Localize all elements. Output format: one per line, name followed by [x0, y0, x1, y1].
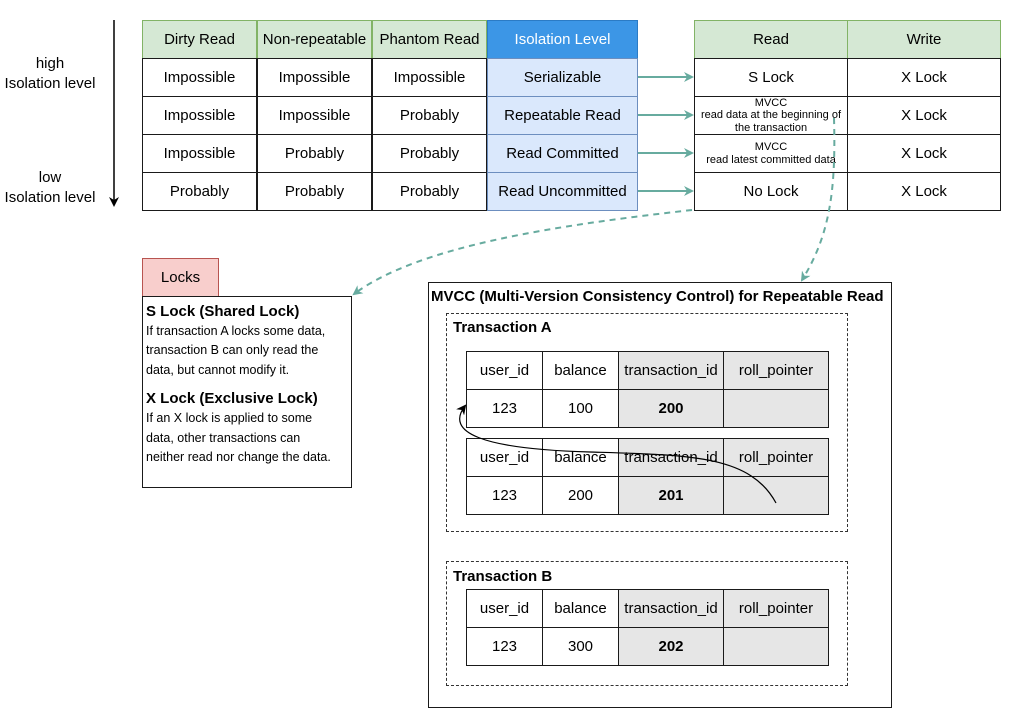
high-label: high [35, 55, 65, 72]
column-roll-pointer: roll_pointer [723, 589, 829, 628]
s-lock-title: S Lock (Shared Lock) [146, 303, 300, 320]
header-phantom-read: Phantom Read [372, 20, 487, 59]
phantom-read-cell: Probably [372, 172, 487, 211]
non-repeatable-cell: Impossible [257, 96, 372, 135]
x-lock-title: X Lock (Exclusive Lock) [146, 390, 318, 408]
isolation-level-label-top: Isolation level [4, 75, 96, 93]
s-lock-line: transaction B can only read the [146, 343, 319, 358]
roll-pointer-value [723, 627, 829, 666]
non-repeatable-cell: Probably [257, 134, 372, 173]
read-text-line: MVCC [754, 96, 788, 109]
s-lock-description: If transaction A locks some data, transa… [146, 322, 348, 380]
dirty-read-cell: Impossible [142, 58, 257, 97]
transaction-id-value: 201 [618, 476, 724, 515]
column-transaction-id: transaction_id [618, 438, 724, 477]
high-isolation-label: high Isolation level [0, 54, 100, 95]
s-lock-line: data, but cannot modify it. [146, 362, 290, 377]
phantom-read-cell: Probably [372, 96, 487, 135]
transaction-b-title: Transaction B [453, 568, 553, 585]
s-lock-line: If transaction A locks some data, [146, 324, 326, 338]
dirty-read-cell: Impossible [142, 134, 257, 173]
transaction-a-box [446, 313, 848, 532]
low-label: low [38, 169, 62, 186]
isolation-level-cell: Serializable [487, 58, 638, 97]
read-cell-mvcc-begin: MVCC read data at the beginning of the t… [694, 96, 848, 135]
x-lock-line: If an X lock is applied to some [146, 411, 313, 426]
column-roll-pointer: roll_pointer [723, 438, 829, 477]
dirty-read-cell: Impossible [142, 96, 257, 135]
dirty-read-cell: Probably [142, 172, 257, 211]
transaction-b-box [446, 561, 848, 686]
read-text: No Lock [743, 182, 799, 200]
header-dirty-read: Dirty Read [142, 20, 257, 59]
isolation-level-cell: Read Uncommitted [487, 172, 638, 211]
low-isolation-label: low Isolation level [0, 168, 100, 209]
phantom-read-cell: Impossible [372, 58, 487, 97]
mvcc-title: MVCC (Multi-Version Consistency Control)… [431, 288, 884, 305]
write-cell: X Lock [847, 96, 1001, 135]
read-text-line: the transaction [734, 121, 808, 134]
read-cell-no-lock: No Lock [694, 172, 848, 211]
read-cell-s-lock: S Lock [694, 58, 848, 97]
header-isolation-level: Isolation Level [487, 20, 638, 59]
non-repeatable-cell: Impossible [257, 58, 372, 97]
read-text-line: read latest committed data [706, 153, 836, 166]
roll-pointer-value [723, 389, 829, 428]
column-user-id: user_id [466, 438, 543, 477]
transaction-id-value: 200 [618, 389, 724, 428]
isolation-level-label-bottom: Isolation level [4, 189, 96, 207]
column-balance: balance [542, 438, 619, 477]
non-repeatable-cell: Probably [257, 172, 372, 211]
read-text-line: MVCC [754, 140, 788, 153]
header-read: Read [694, 20, 848, 59]
column-transaction-id: transaction_id [618, 589, 724, 628]
roll-pointer-value [723, 476, 829, 515]
transaction-a-title: Transaction A [453, 319, 552, 336]
isolation-level-cell: Repeatable Read [487, 96, 638, 135]
balance-value: 100 [542, 389, 619, 428]
locks-tab: Locks [142, 258, 219, 297]
balance-value: 200 [542, 476, 619, 515]
read-cell-mvcc-latest: MVCC read latest committed data [694, 134, 848, 173]
column-balance: balance [542, 589, 619, 628]
column-user-id: user_id [466, 589, 543, 628]
user-id-value: 123 [466, 627, 543, 666]
read-text: S Lock [748, 68, 794, 86]
x-lock-line: data, other transactions can [146, 430, 301, 445]
transaction-id-value: 202 [618, 627, 724, 666]
x-lock-description: If an X lock is applied to some data, ot… [146, 409, 348, 467]
column-balance: balance [542, 351, 619, 390]
write-cell: X Lock [847, 58, 1001, 97]
column-transaction-id: transaction_id [618, 351, 724, 390]
x-lock-line: neither read nor change the data. [146, 449, 331, 464]
balance-value: 300 [542, 627, 619, 666]
isolation-level-cell: Read Committed [487, 134, 638, 173]
header-write: Write [847, 20, 1001, 59]
write-cell: X Lock [847, 172, 1001, 211]
phantom-read-cell: Probably [372, 134, 487, 173]
column-user-id: user_id [466, 351, 543, 390]
locks-description-box: S Lock (Shared Lock) If transaction A lo… [142, 296, 352, 488]
user-id-value: 123 [466, 389, 543, 428]
user-id-value: 123 [466, 476, 543, 515]
header-non-repeatable: Non-repeatable [257, 20, 372, 59]
read-text-line: read data at the beginning of [700, 109, 842, 122]
write-cell: X Lock [847, 134, 1001, 173]
column-roll-pointer: roll_pointer [723, 351, 829, 390]
